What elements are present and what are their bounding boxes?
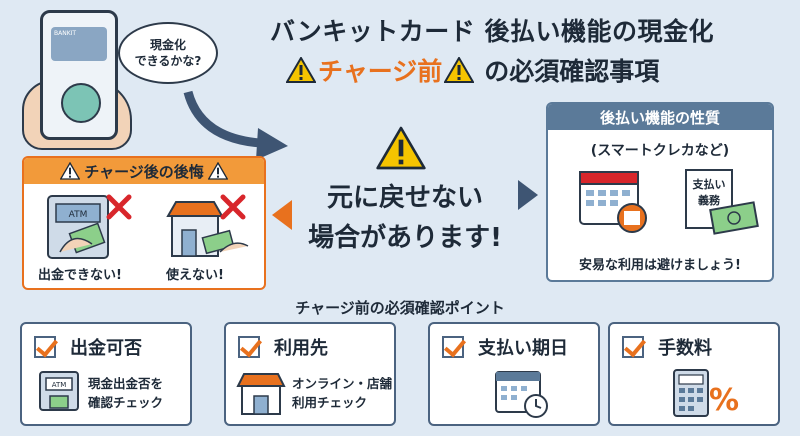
smartphone-illustration: BANKIT [40, 10, 118, 140]
warning-message: 元に戻せない 場合があります! [290, 178, 520, 258]
regret-label-use: 使えない! [166, 268, 224, 283]
card-brand-text: BANKIT [54, 30, 77, 37]
regret-label-withdraw: 出金できない! [38, 268, 122, 283]
warning-line-1: 元に戻せない [326, 183, 483, 213]
point-desc-line-2: 利用チェック [292, 395, 368, 410]
warning-icon [444, 57, 475, 83]
atm-icon-label: ATM [52, 381, 67, 389]
warning-icon [60, 162, 81, 180]
point-description: オンライン・店舗 利用チェック [292, 374, 392, 412]
atm-icon: ATM [39, 371, 79, 411]
warning-icon [207, 162, 228, 180]
point-description: 現金出金否を 確認チェック [88, 374, 163, 412]
point-card-due-date: 支払い期日 [428, 322, 600, 426]
checkbox-checked-icon [442, 336, 464, 358]
bubble-line-1: 現金化 [149, 38, 186, 52]
point-card-fee: 手数料 % [608, 322, 780, 426]
points-section-title: チャージ前の必須確認ポイント [295, 299, 505, 317]
cross-mark-icon [106, 194, 132, 220]
bubble-line-2: できるかな? [134, 54, 202, 68]
checkbox-checked-icon [34, 336, 56, 358]
atm-withdraw-icon: ATM [47, 195, 109, 259]
speech-bubble: 現金化 できるかな? [118, 22, 218, 84]
checkbox-checked-icon [238, 336, 260, 358]
point-title: 支払い期日 [478, 338, 568, 359]
point-card-usage: 利用先 オンライン・店舗 利用チェック [224, 322, 396, 426]
point-desc-line-1: オンライン・店舗 [292, 376, 393, 391]
subtitle-highlight: チャージ前 [318, 57, 443, 86]
point-desc-line-1: 現金出金否を [88, 376, 164, 391]
calendar-clock-icon [579, 171, 647, 233]
regret-header-label: チャージ後の後悔 [84, 162, 204, 181]
warning-icon [286, 57, 316, 83]
curved-arrow-icon [183, 90, 288, 160]
person-avatar-icon [61, 83, 101, 123]
nature-subtitle: (スマートクレカなど) [590, 143, 730, 159]
regret-header: チャージ後の後悔 [24, 158, 264, 184]
page-title: バンキットカード 後払い機能の現金化 [270, 17, 714, 46]
point-title: 手数料 [658, 338, 712, 359]
point-card-withdraw: 出金可否 ATM 現金出金否を 確認チェック [20, 322, 192, 426]
point-desc-line-2: 確認チェック [88, 395, 164, 410]
svg-text:支払い: 支払い [692, 177, 726, 191]
bank-card-icon: BANKIT [51, 27, 107, 61]
nature-panel: 後払い機能の性質 (スマートクレカなど) 支払い 義務 安易な利用は避けましょう… [546, 102, 774, 282]
svg-text:義務: 義務 [698, 193, 721, 207]
regret-panel: チャージ後の後悔 ATM 出金できない! 使えない! [22, 156, 266, 290]
svg-text:%: % [709, 383, 739, 418]
subtitle-rest: の必須確認事項 [484, 57, 660, 86]
nature-footer: 安易な利用は避けましょう! [579, 258, 741, 273]
page-subtitle: チャージ前 の必須確認事項 [286, 52, 659, 88]
checkbox-checked-icon [622, 336, 644, 358]
store-icon [166, 201, 249, 257]
nature-header: 後払い機能の性質 [548, 104, 772, 130]
store-icon [236, 373, 286, 415]
warning-line-2: 場合があります! [308, 223, 502, 253]
calculator-percent-icon: % [673, 369, 739, 418]
cross-mark-icon [220, 194, 246, 220]
calendar-clock-icon [495, 371, 548, 418]
payment-document-icon: 支払い 義務 [685, 169, 759, 235]
point-title: 出金可否 [70, 338, 142, 359]
left-arrow-icon [272, 200, 292, 230]
warning-icon [376, 126, 426, 170]
point-title: 利用先 [274, 338, 328, 359]
atm-label: ATM [69, 210, 88, 220]
right-arrow-icon [518, 180, 538, 210]
